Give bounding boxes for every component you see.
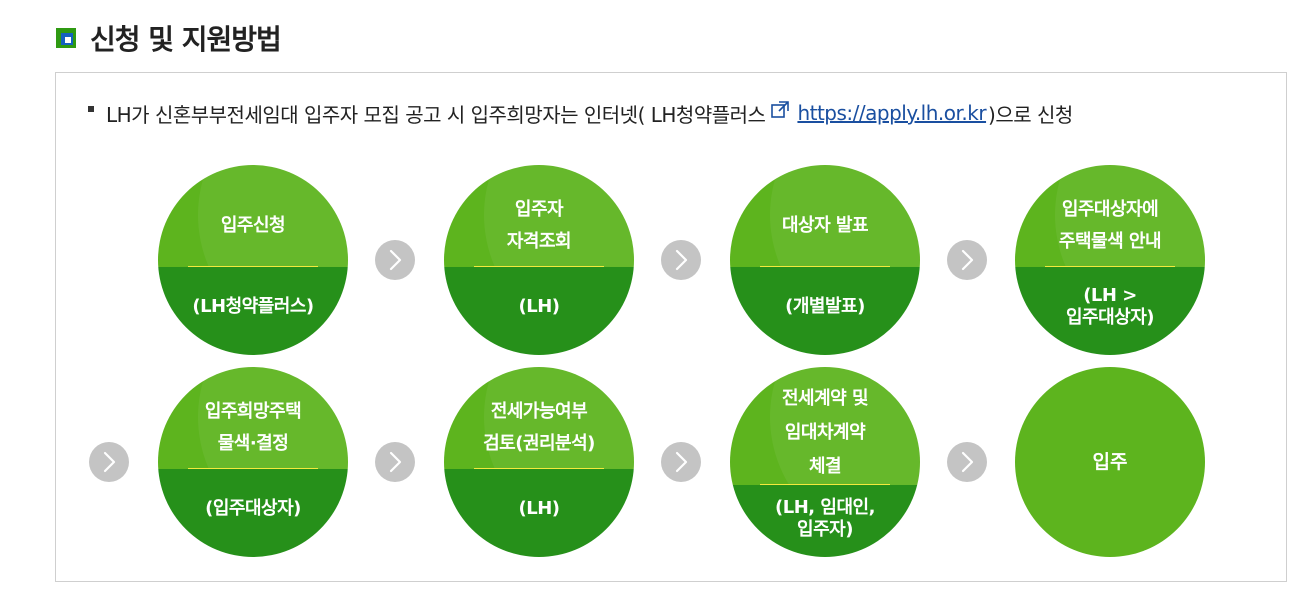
step-title: 검토(권리분석) (483, 433, 595, 454)
step-title: 전세가능여부 (490, 401, 588, 422)
step-house-selection: 입주희망주택 물색·결정 (입주대상자) (158, 367, 348, 557)
step-title: 대상자 발표 (781, 215, 869, 236)
step-divider (474, 266, 604, 267)
step-subtitle: (LH, 임대인, (775, 497, 875, 518)
process-panel (55, 72, 1287, 582)
step-subtitle: (입주대상자) (205, 498, 301, 519)
step-title: 자격조회 (506, 231, 572, 252)
step-subtitle: (LH청약플러스) (192, 296, 314, 317)
step-title: 주택물색 안내 (1058, 231, 1162, 252)
title-square-icon (56, 28, 76, 48)
notice-text-end: )으로 신청 (988, 102, 1073, 127)
step-title: 체결 (808, 456, 842, 477)
step-eligibility-check: 입주자 자격조회 (LH) (444, 165, 634, 355)
step-divider (760, 484, 890, 485)
chevron-right-icon (947, 442, 987, 482)
step-divider (188, 266, 318, 267)
step-divider (474, 468, 604, 469)
step-title: 전세계약 및 (781, 388, 869, 409)
notice-text: LH가 신혼부부전세임대 입주자 모집 공고 시 입주희망자는 인터넷( LH청… (106, 102, 766, 127)
step-subtitle: 입주대상자) (1065, 307, 1155, 328)
step-title: 입주자 (514, 199, 564, 220)
section-title: 신청 및 지원방법 (90, 23, 282, 56)
notice-line: LH가 신혼부부전세임대 입주자 모집 공고 시 입주희망자는 인터넷( LH청… (88, 98, 1073, 128)
step-divider (188, 468, 318, 469)
step-move-in: 입주 (1015, 367, 1205, 557)
section-header: 신청 및 지원방법 (56, 18, 282, 58)
step-housing-guidance: 입주대상자에 주택물색 안내 (LH > 입주대상자) (1015, 165, 1205, 355)
chevron-right-icon (375, 442, 415, 482)
step-title: 물색·결정 (217, 433, 289, 454)
step-subtitle: (LH) (518, 296, 561, 317)
external-link-icon[interactable] (771, 100, 790, 118)
chevron-right-icon (89, 442, 129, 482)
bullet-icon (88, 106, 94, 112)
step-divider (1045, 266, 1175, 267)
step-subtitle: (LH) (518, 498, 561, 519)
step-lease-contract: 전세계약 및 임대차계약 체결 (LH, 임대인, 입주자) (730, 367, 920, 557)
chevron-right-icon (375, 240, 415, 280)
step-title: 입주대상자에 (1061, 199, 1159, 220)
step-title: 입주 (1092, 451, 1128, 473)
step-subtitle: (LH > (1083, 285, 1137, 306)
step-title: 입주신청 (220, 215, 286, 236)
step-apply: 입주신청 (LH청약플러스) (158, 165, 348, 355)
step-title: 임대차계약 (784, 422, 866, 443)
step-subtitle: (개별발표) (785, 296, 865, 317)
lh-apply-link[interactable]: https://apply.lh.or.kr (797, 101, 987, 125)
step-title: 입주희망주택 (204, 401, 302, 422)
step-announcement: 대상자 발표 (개별발표) (730, 165, 920, 355)
chevron-right-icon (661, 442, 701, 482)
chevron-right-icon (661, 240, 701, 280)
step-subtitle: 입주자) (797, 519, 853, 540)
chevron-right-icon (947, 240, 987, 280)
step-divider (760, 266, 890, 267)
step-rights-analysis: 전세가능여부 검토(권리분석) (LH) (444, 367, 634, 557)
